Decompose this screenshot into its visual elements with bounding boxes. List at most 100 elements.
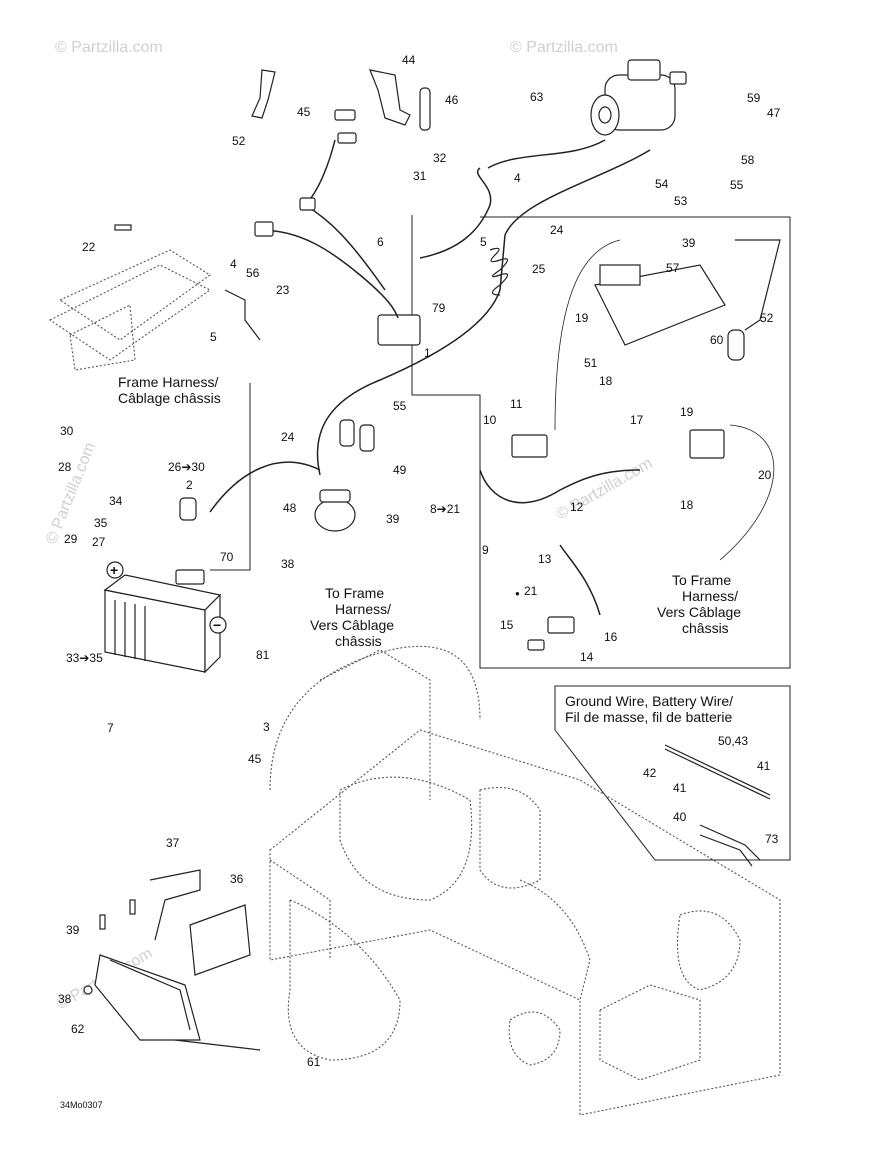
callout-14: 14: [580, 650, 594, 664]
callout-40: 40: [673, 810, 687, 824]
caption-ground-wire-fr: Fil de masse, fil de batterie: [565, 709, 733, 725]
callout-19: 19: [680, 405, 694, 419]
callout-2: 2: [186, 478, 193, 492]
caption-to-frame: To Frame: [325, 585, 384, 601]
caption-frame-harness: Frame Harness/: [118, 374, 218, 390]
callout-30: 30: [60, 424, 74, 438]
callout-52: 52: [760, 311, 774, 325]
callout-24: 24: [550, 223, 564, 237]
caption-to-frame-inset: To Frame: [672, 572, 731, 588]
callout-56: 56: [246, 266, 260, 280]
caption-to-frame-inset: Harness/: [682, 588, 738, 604]
callout-29: 29: [64, 532, 78, 546]
callout-38: 38: [281, 557, 295, 571]
callout-13: 13: [538, 552, 552, 566]
watermark-rotated: © Partzilla.com: [43, 440, 99, 546]
relay-and-harness: [254, 139, 651, 476]
callout-39: 39: [66, 923, 80, 937]
caption-to-frame-inset: châssis: [682, 620, 729, 636]
starter-motor: [590, 59, 687, 136]
callout-17: 17: [630, 413, 644, 427]
callout-39: 39: [682, 236, 696, 250]
ground-wire-parts: [664, 744, 771, 867]
callout-37: 37: [166, 836, 180, 850]
callout-10: 10: [483, 413, 497, 427]
callout-39: 39: [386, 512, 400, 526]
callout-70: 70: [220, 550, 234, 564]
callout-60: 60: [710, 333, 724, 347]
callout-15: 15: [500, 618, 514, 632]
callout-59: 59: [747, 91, 761, 105]
callout-12: 12: [570, 500, 584, 514]
callout-41: 41: [757, 759, 771, 773]
ground-wire-inset-border: [554, 685, 791, 861]
upper-brackets: [251, 69, 431, 144]
callout-16: 16: [604, 630, 618, 644]
callout-21: 21: [524, 584, 538, 598]
callout-labels: 44 46 45 52 63 59 47 32 31 4 58 54 55 53…: [58, 53, 781, 1069]
callout-18: 18: [680, 498, 694, 512]
callout-58: 58: [741, 153, 755, 167]
callout-38: 38: [58, 992, 72, 1006]
callout-24: 24: [281, 430, 295, 444]
watermark: © Partzilla.com: [510, 39, 618, 56]
inset-frames: [210, 215, 791, 861]
callout-48: 48: [283, 501, 297, 515]
callout-61: 61: [307, 1055, 321, 1069]
caption-to-frame: Harness/: [335, 601, 391, 617]
callout-36: 36: [230, 872, 244, 886]
callout-81: 81: [256, 648, 270, 662]
callout-54: 54: [655, 177, 669, 191]
watermark: © Partzilla.com: [55, 39, 163, 56]
caption-to-frame: Vers Câblage: [310, 617, 394, 633]
left-bracket: [48, 224, 261, 371]
callout-27: 27: [92, 535, 106, 549]
callout-8-21: 8➔21: [430, 502, 460, 516]
callout-57: 57: [666, 261, 680, 275]
callout-31: 31: [413, 169, 427, 183]
callout-32: 32: [433, 151, 447, 165]
callout-33-35: 33➔35: [66, 651, 103, 665]
caption-to-frame: châssis: [335, 633, 382, 649]
callout-9: 9: [482, 543, 489, 557]
callout-53: 53: [674, 194, 688, 208]
callout-52: 52: [232, 134, 246, 148]
drawing-code: 34Mo0307: [60, 1100, 103, 1110]
callout-50-43: 50,43: [718, 734, 748, 748]
callout-11: 11: [510, 397, 523, 411]
battery-tray: [83, 869, 261, 1051]
callout-62: 62: [71, 1022, 85, 1036]
callout-22: 22: [82, 240, 96, 254]
drop-icon: ●: [515, 589, 520, 598]
polarity-symbols: + − ●: [110, 562, 520, 633]
callout-51: 51: [584, 356, 598, 370]
callout-42: 42: [643, 766, 657, 780]
caption-frame-harness-fr: Câblage châssis: [118, 390, 221, 406]
callout-19: 19: [575, 311, 589, 325]
callout-45: 45: [297, 105, 311, 119]
inset-parts: [479, 239, 781, 651]
callout-47: 47: [767, 106, 781, 120]
callout-5: 5: [210, 330, 217, 344]
solenoid: [179, 419, 375, 532]
callout-79: 79: [432, 301, 446, 315]
callout-18: 18: [599, 374, 613, 388]
captions: Frame Harness/ Câblage châssis To Frame …: [118, 374, 741, 725]
callout-23: 23: [276, 283, 290, 297]
callout-26-30: 26➔30: [168, 460, 205, 474]
callout-6: 6: [377, 235, 384, 249]
callout-35: 35: [94, 516, 108, 530]
callout-3: 3: [263, 720, 270, 734]
plus-symbol: +: [110, 562, 118, 578]
callout-49: 49: [393, 463, 407, 477]
callout-55: 55: [730, 178, 744, 192]
callout-34: 34: [109, 494, 123, 508]
watermark: © Partzilla.com: [554, 455, 656, 524]
callout-4: 4: [514, 171, 521, 185]
callout-46: 46: [445, 93, 459, 107]
vehicle-frame: [269, 645, 781, 1116]
callout-41: 41: [673, 781, 687, 795]
callout-1: 1: [424, 346, 431, 360]
minus-symbol: −: [213, 617, 221, 633]
